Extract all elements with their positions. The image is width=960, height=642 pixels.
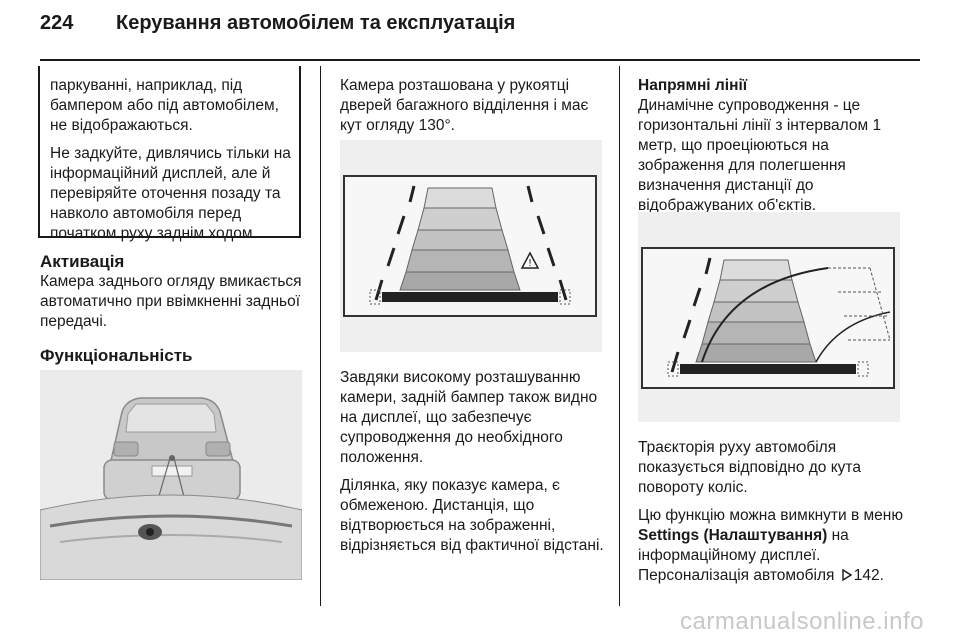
- column-2-body-lower: Завдяки високому розташуванню камери, за…: [340, 368, 608, 564]
- column-1-body: Активація Камера заднього огляду вмикаєт…: [40, 252, 305, 366]
- column-separator-2: [619, 66, 620, 606]
- column-3-body-lower: Траєкторія руху автомобіля показується в…: [638, 438, 908, 594]
- page-title: Керування автомобілем та експлуатація: [116, 12, 516, 34]
- figure-trajectory-view: [638, 212, 900, 422]
- car-rear-illustration: [39, 370, 303, 581]
- column-2-body: Камера розташована у рукоятці дверей баг…: [340, 76, 605, 144]
- camera-view-illustration: !: [340, 140, 602, 352]
- warning-box: паркуванні, наприклад, під бампером або …: [38, 66, 301, 242]
- header-rule: [40, 59, 920, 61]
- figure-camera-location: [39, 370, 303, 581]
- column-3-body: Напрямні лінії Динамічне супроводження -…: [638, 76, 908, 224]
- guide-lines-text: Динамічне супроводження - це горизонталь…: [638, 97, 882, 214]
- watermark: carmanualsonline.info: [680, 608, 924, 635]
- reference-page: 142.: [853, 567, 884, 584]
- trajectory-text: Траєкторія руху автомобіля показується в…: [638, 439, 861, 496]
- heading-guide-lines: Напрямні лінії: [638, 77, 748, 94]
- page-header: 224 Керування автомобілем та експлуатація: [40, 12, 515, 35]
- warning-text-1: паркуванні, наприклад, під бампером або …: [50, 77, 279, 134]
- limited-area-text: Ділянка, яку показує камера, є обмеженою…: [340, 477, 604, 554]
- warning-text-2: Не задкуйте, дивлячись тільки на інформа…: [50, 145, 291, 242]
- svg-text:!: !: [528, 258, 532, 269]
- menu-text-post: на інформаційному дисплеї.: [638, 527, 849, 564]
- menu-text: Цю функцію можна вимкнути в меню Setting…: [638, 506, 908, 586]
- page-number: 224: [40, 12, 74, 34]
- settings-menu-label: Settings (Налаштування): [638, 527, 828, 544]
- heading-activation: Активація: [40, 252, 125, 271]
- menu-text-pre: Цю функцію можна вимкнути в меню: [638, 507, 903, 524]
- trajectory-view-illustration: [638, 212, 900, 422]
- column-separator-1: [320, 66, 321, 606]
- bumper-visibility-text: Завдяки високому розташуванню камери, за…: [340, 369, 598, 466]
- heading-functionality: Функціональність: [40, 346, 193, 365]
- camera-location-text: Камера розташована у рукоятці дверей баг…: [340, 77, 589, 134]
- figure-camera-view: !: [340, 140, 602, 352]
- personalization-link-text: Персоналізація автомобіля: [638, 567, 835, 584]
- activation-text: Камера заднього огляду вмикається автома…: [40, 273, 302, 330]
- arrow-reference-icon: [842, 568, 853, 582]
